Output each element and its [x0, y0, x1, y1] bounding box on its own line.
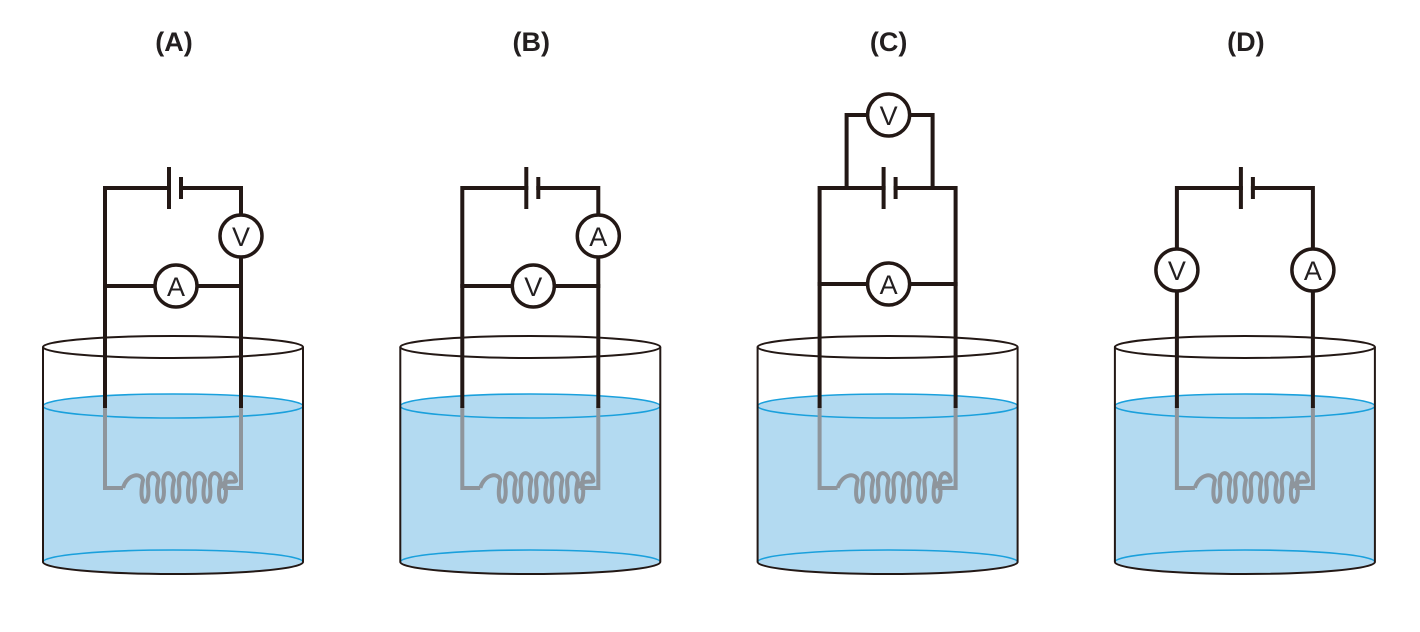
voltmeter-label: V	[524, 272, 542, 302]
ammeter: A	[153, 263, 199, 309]
battery-icon	[1238, 167, 1255, 209]
ammeter: A	[1290, 247, 1336, 293]
beaker-rim	[399, 335, 662, 359]
battery-icon	[524, 167, 541, 209]
beaker-rim	[756, 335, 1019, 359]
coil-icon	[1174, 406, 1315, 504]
circuit-wires	[817, 113, 958, 408]
panel-label: (B)	[513, 27, 550, 57]
voltmeter-label: V	[880, 101, 898, 131]
beaker	[1113, 335, 1376, 575]
ammeter: A	[575, 213, 622, 259]
circuit-panel-a: (A) V A	[42, 27, 304, 575]
ammeter: A	[865, 261, 912, 307]
beaker-bottom	[1113, 561, 1376, 575]
ammeter-label: A	[1304, 256, 1322, 286]
circuit-panel-c: (C) V A	[756, 27, 1019, 575]
panel-label: (D)	[1227, 27, 1264, 57]
circuit-wires	[1174, 186, 1315, 408]
panel-label: (C)	[870, 27, 907, 57]
beaker-bottom-inner-edge	[399, 549, 662, 563]
beaker-bottom-inner-edge	[756, 549, 1019, 563]
voltmeter-label: V	[1168, 256, 1186, 286]
ammeter-label: A	[167, 272, 185, 302]
beaker	[42, 335, 304, 575]
beaker-bottom-inner-edge	[42, 549, 304, 563]
voltmeter: V	[218, 213, 264, 259]
voltmeter: V	[865, 92, 912, 138]
ammeter-label: A	[880, 270, 898, 300]
beaker-bottom	[399, 561, 662, 575]
beaker	[399, 335, 662, 575]
voltmeter-label: V	[232, 222, 250, 252]
circuit-panel-b: (B) A V	[399, 27, 662, 575]
beaker-bottom	[42, 561, 304, 575]
beaker-bottom-inner-edge	[1114, 549, 1376, 563]
ammeter-label: A	[589, 222, 607, 252]
coil-icon	[460, 406, 601, 504]
voltmeter: V	[1154, 247, 1200, 293]
beaker-rim	[42, 335, 304, 359]
coil-icon	[103, 406, 243, 504]
circuit-panel-d: (D) V A	[1113, 27, 1376, 575]
battery-icon	[881, 167, 898, 209]
coil-icon	[817, 406, 958, 504]
beaker	[756, 335, 1019, 575]
beaker-rim	[1113, 335, 1376, 359]
beaker-bottom	[756, 561, 1019, 575]
panel-label: (A)	[155, 27, 192, 57]
voltmeter: V	[510, 263, 557, 309]
battery-icon	[167, 167, 183, 209]
